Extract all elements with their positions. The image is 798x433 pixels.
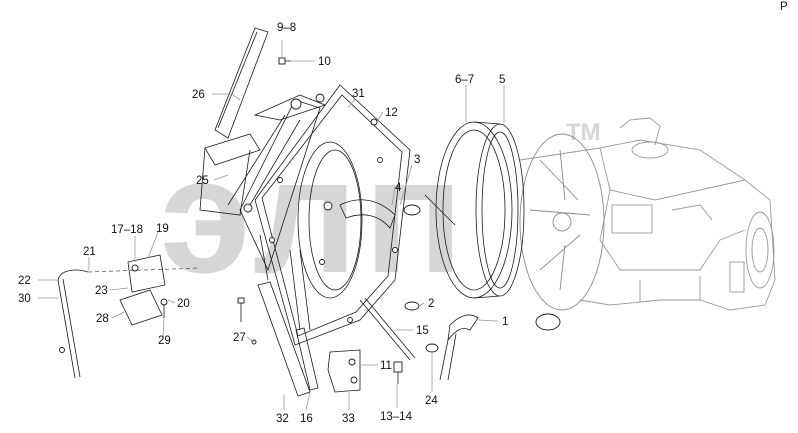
part-33-bracket	[327, 349, 361, 393]
callout-12: 12	[385, 107, 398, 119]
part-25-bracket	[199, 133, 261, 216]
fan-shroud-rings	[435, 121, 525, 299]
callout-26: 26	[192, 89, 205, 101]
part-27-screw	[237, 297, 257, 345]
callout-4: 4	[395, 182, 402, 194]
callout-11: 11	[380, 360, 392, 372]
leader-lines	[38, 40, 505, 411]
callout-16: 16	[300, 413, 313, 425]
callout-24: 24	[425, 395, 438, 407]
callout-31: 31	[352, 88, 365, 100]
part-16-strip	[295, 327, 319, 391]
callout-15: 15	[416, 325, 429, 337]
callout-19: 19	[156, 223, 169, 235]
callout-28: 28	[96, 313, 109, 325]
part-24-clamp	[425, 343, 439, 353]
part-28-plate	[119, 289, 163, 326]
callout-30: 30	[18, 293, 31, 305]
part-15-rod	[359, 297, 416, 361]
callout-27: 27	[233, 332, 246, 344]
callout-23: 23	[95, 285, 108, 297]
callout-3: 3	[414, 154, 420, 166]
rubber-cap	[535, 313, 561, 331]
callout-22: 22	[18, 275, 31, 287]
radiator-assembly	[227, 84, 411, 346]
callout-32: 32	[276, 413, 289, 425]
part-26-strip	[214, 27, 269, 139]
callout-9-8: 9–8	[277, 22, 296, 34]
part-12-bolt	[370, 118, 378, 126]
callout-29: 29	[158, 335, 171, 347]
part-1-hose	[439, 314, 479, 381]
callout-2: 2	[428, 298, 434, 310]
callout-17-18: 17–18	[111, 224, 143, 236]
callout-5: 5	[499, 74, 505, 86]
watermark-tm: TM	[566, 119, 601, 146]
part-13-14-bolt	[393, 361, 403, 384]
part-23-bracket	[127, 254, 166, 293]
part-3-4-pipe	[339, 194, 456, 229]
part-30-rod	[57, 269, 89, 379]
callout-25: 25	[196, 175, 209, 187]
part-2-clamp	[404, 301, 420, 311]
corner-mark: P	[780, 1, 788, 13]
part-29-washer	[160, 298, 168, 318]
part-21-line	[87, 267, 201, 273]
callout-20: 20	[177, 298, 190, 310]
callout-labels: 9–8 10 26 31 12 6–7 5 3 4 25 17–18 19 21…	[18, 22, 508, 425]
callout-6-7: 6–7	[455, 74, 474, 86]
callout-13-14: 13–14	[380, 411, 413, 423]
engine-block	[519, 117, 776, 311]
engine-fan	[519, 133, 605, 311]
callout-10: 10	[318, 56, 331, 68]
callout-33: 33	[342, 413, 355, 425]
callout-21: 21	[83, 246, 96, 258]
callout-1: 1	[502, 316, 508, 328]
